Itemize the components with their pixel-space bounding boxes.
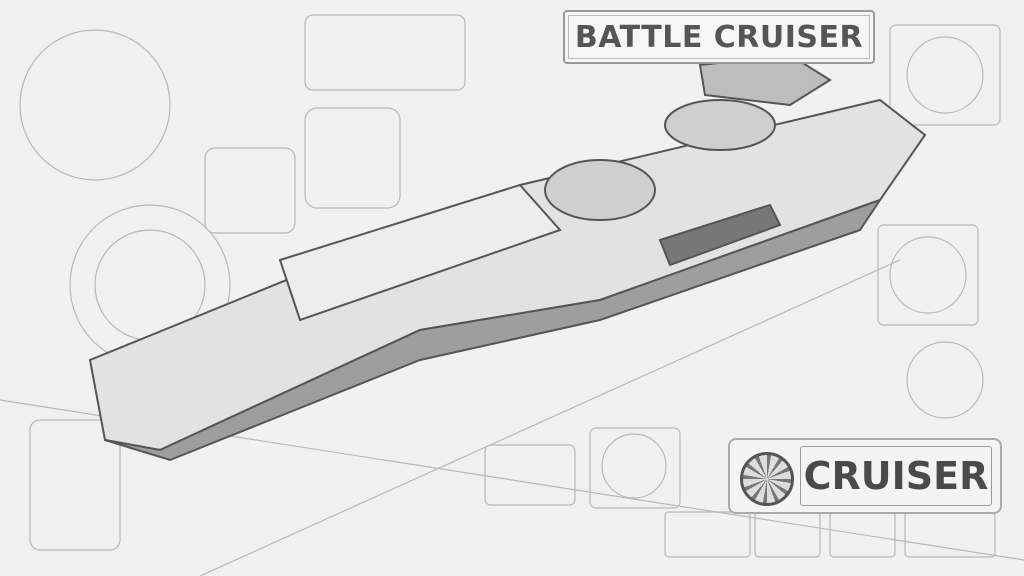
title-text: BATTLE CRUISER	[574, 19, 864, 55]
emblem-icon	[740, 452, 794, 506]
cruiser-label-box: CRUISER	[800, 446, 992, 506]
cruiser-panel: CRUISER	[728, 438, 1002, 514]
spaceship	[88, 53, 927, 462]
title-banner: BATTLE CRUISER	[563, 10, 875, 64]
cruiser-text: CRUISER	[803, 454, 989, 498]
